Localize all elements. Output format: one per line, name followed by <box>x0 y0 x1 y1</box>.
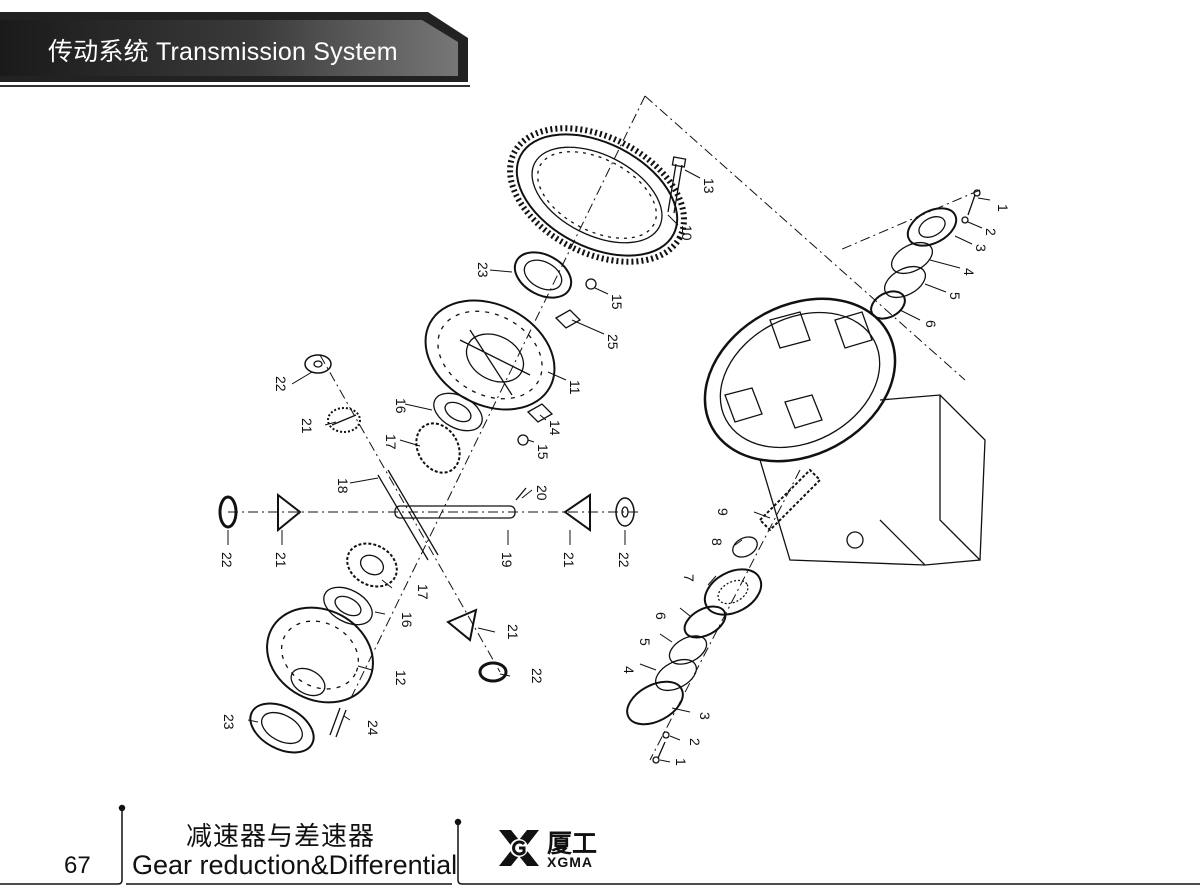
side-gear-washer-16-lower <box>323 586 373 626</box>
page-footer: 67 减速器与差速器 Gear reduction&Differential 厦… <box>0 800 1200 895</box>
part-label-7: 7 <box>681 574 697 582</box>
part-label-22: 22 <box>273 376 289 392</box>
logo-text-cn: 厦工 <box>547 829 598 858</box>
part-label-22: 22 <box>616 552 632 568</box>
part-label-2: 2 <box>687 738 703 746</box>
differential-case-12 <box>266 606 374 704</box>
part-label-6: 6 <box>653 612 669 620</box>
side-gear-washer-16-upper <box>433 392 483 432</box>
gear-reduction-housing <box>703 297 986 566</box>
drive-pinion-9 <box>758 468 822 532</box>
part-label-19: 19 <box>499 552 515 568</box>
part-label-17: 17 <box>415 584 431 600</box>
planet-gear-21-right <box>563 493 591 532</box>
planet-gear-21-left <box>277 492 302 533</box>
part-label-15: 15 <box>609 294 625 310</box>
part-label-10: 10 <box>679 225 695 241</box>
part-label-16: 16 <box>393 398 409 414</box>
part-label-22: 22 <box>219 552 235 568</box>
lock-plate-25 <box>554 309 582 329</box>
part-label-5: 5 <box>947 292 963 300</box>
part-label-8: 8 <box>709 538 725 546</box>
thrust-washer-22-right <box>615 497 635 527</box>
part-label-22: 22 <box>529 668 545 684</box>
part-label-20: 20 <box>534 485 550 501</box>
part-label-12: 12 <box>393 670 409 686</box>
part-label-21: 21 <box>299 418 315 434</box>
part-label-3: 3 <box>697 712 713 720</box>
part-label-25: 25 <box>605 334 621 350</box>
page-number: 67 <box>64 852 91 879</box>
thrust-washer-22-left <box>218 495 238 529</box>
bolt-1-upper <box>967 189 981 216</box>
part-label-4: 4 <box>961 268 977 276</box>
seal-ring-4-upper <box>890 241 934 275</box>
pin-20 <box>515 487 527 501</box>
bearing-23-lower <box>249 702 315 754</box>
part-label-6: 6 <box>923 320 939 328</box>
footer-rule-lines <box>0 804 1200 885</box>
side-gear-17-upper <box>415 422 461 474</box>
nut-15-upper <box>585 278 597 290</box>
part-label-17: 17 <box>383 434 399 450</box>
bearing-23-upper <box>513 251 573 299</box>
part-label-24: 24 <box>365 720 381 736</box>
bolt-13 <box>667 156 687 214</box>
part-label-16: 16 <box>399 612 415 628</box>
xgma-logo-mark <box>499 830 539 866</box>
bolt-1-lower <box>652 741 666 764</box>
xgma-logo: 厦工 XGMA <box>497 824 627 874</box>
part-label-13: 13 <box>701 178 717 194</box>
leader-lines <box>227 169 991 763</box>
part-labels: 1 2 3 4 5 6 13 10 15 25 11 14 15 23 22 2… <box>219 178 1011 766</box>
side-gear-17-lower <box>346 542 398 588</box>
bolt-24 <box>329 707 347 738</box>
page-header-title: 传动系统 Transmission System <box>48 38 398 66</box>
part-label-4: 4 <box>621 666 637 674</box>
part-label-15: 15 <box>535 444 551 460</box>
bearing-6-lower <box>683 605 727 639</box>
header-banner <box>0 12 470 87</box>
ring-gear-10 <box>507 125 687 265</box>
part-label-23: 23 <box>221 714 237 730</box>
planet-gear-21-bottom <box>446 608 478 642</box>
part-label-14: 14 <box>547 420 563 436</box>
part-label-11: 11 <box>567 380 583 395</box>
spider-shaft-19 <box>394 505 516 519</box>
bearing-6-upper <box>870 290 906 320</box>
lock-plate-14 <box>526 403 554 423</box>
bearing-8 <box>732 536 758 558</box>
differential-case-11 <box>424 299 556 411</box>
thrust-washer-22-top <box>304 354 332 374</box>
part-label-21: 21 <box>561 552 577 568</box>
part-label-21: 21 <box>273 552 289 568</box>
planet-gear-21-top <box>327 407 361 433</box>
thrust-washer-22-bottom <box>478 661 508 683</box>
part-label-1: 1 <box>673 758 689 766</box>
bearing-cover-3-upper <box>906 207 958 247</box>
part-label-21: 21 <box>505 624 521 640</box>
bearing-cover-3-lower <box>626 680 684 726</box>
assembly-axis-lines <box>228 95 981 761</box>
bearing-7 <box>703 568 763 616</box>
part-label-1: 1 <box>995 204 1011 212</box>
section-title-en: Gear reduction&Differential <box>132 850 458 880</box>
washer-2-upper <box>961 216 969 224</box>
part-label-18: 18 <box>335 478 351 494</box>
part-label-2: 2 <box>983 228 999 236</box>
seal-ring-4-lower <box>654 658 698 692</box>
nut-15-lower <box>517 434 529 446</box>
shim-5-lower <box>668 635 708 665</box>
logo-text-en: XGMA <box>547 854 593 870</box>
part-label-9: 9 <box>715 508 731 516</box>
section-title-cn: 减速器与差速器 <box>186 822 376 852</box>
part-label-5: 5 <box>637 638 653 646</box>
washer-2-lower <box>662 731 670 739</box>
part-label-23: 23 <box>475 262 491 278</box>
part-label-3: 3 <box>973 244 989 252</box>
